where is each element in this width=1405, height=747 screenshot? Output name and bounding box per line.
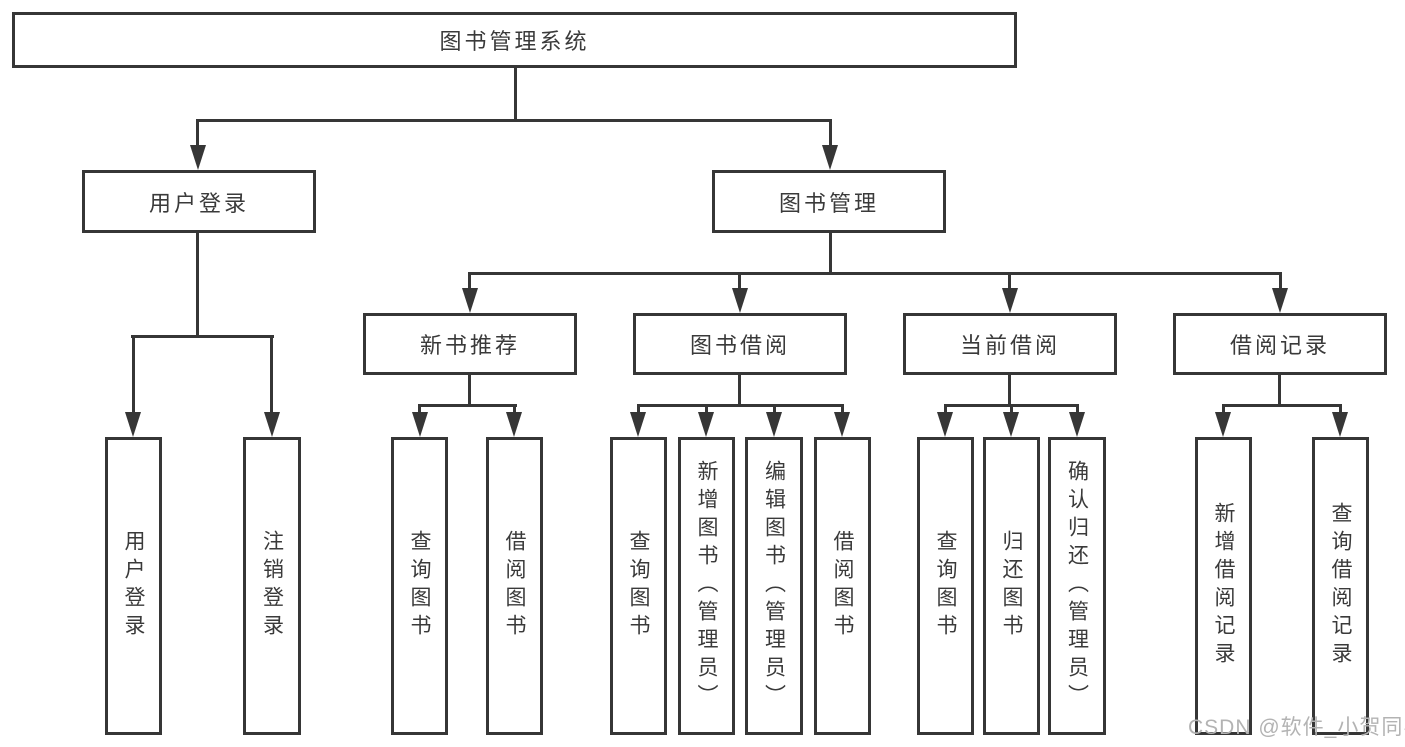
arrow-down-icon [264, 412, 280, 437]
arrow-down-icon [412, 412, 428, 437]
node-book-borrowing: 图书借阅 [633, 313, 847, 375]
connector-line [1008, 375, 1011, 406]
connector-line [1222, 404, 1342, 407]
connector-line [468, 272, 471, 292]
connector-line [773, 404, 776, 418]
arrow-down-icon [1215, 412, 1231, 437]
arrow-down-icon [506, 412, 522, 437]
connector-line [468, 272, 1282, 275]
leaf-recommend-query-books: 查询图书 [391, 437, 448, 735]
arrow-down-icon [732, 288, 748, 313]
connector-line [1279, 272, 1282, 292]
connector-line [1010, 404, 1013, 418]
arrow-down-icon [462, 288, 478, 313]
connector-line [418, 404, 421, 418]
node-current-borrowing: 当前借阅 [903, 313, 1117, 375]
arrow-down-icon [766, 412, 782, 437]
arrow-down-icon [190, 145, 206, 170]
arrow-down-icon [1003, 412, 1019, 437]
arrow-down-icon [834, 412, 850, 437]
node-borrowing-records: 借阅记录 [1173, 313, 1387, 375]
arrow-down-icon [1002, 288, 1018, 313]
connector-line [829, 119, 832, 151]
leaf-current-return-books: 归还图书 [983, 437, 1040, 735]
connector-line [513, 404, 516, 418]
connector-line [196, 233, 199, 337]
node-root: 图书管理系统 [12, 12, 1017, 68]
arrow-down-icon [1272, 288, 1288, 313]
leaf-current-confirm-return-admin: 确认归还（管理员） [1048, 437, 1106, 735]
arrow-down-icon [822, 145, 838, 170]
leaf-borrowing-add-books-admin: 新增图书（管理员） [678, 437, 735, 735]
node-book-management: 图书管理 [712, 170, 946, 233]
connector-line [705, 404, 708, 418]
connector-line [1008, 272, 1011, 292]
csdn-watermark: CSDN @软件_小贺同学 [1188, 716, 1405, 739]
arrow-down-icon [937, 412, 953, 437]
arrow-down-icon [698, 412, 714, 437]
leaf-user-login: 用户登录 [105, 437, 162, 735]
arrow-down-icon [1069, 412, 1085, 437]
connector-line [738, 375, 741, 406]
connector-line [468, 375, 471, 406]
leaf-current-query-books: 查询图书 [917, 437, 974, 735]
connector-line [270, 335, 273, 419]
connector-line [1076, 404, 1079, 418]
connector-line [637, 404, 844, 407]
node-new-book-recommend: 新书推荐 [363, 313, 577, 375]
connector-line [132, 335, 135, 419]
connector-line [514, 68, 517, 122]
leaf-recommend-borrow-books: 借阅图书 [486, 437, 543, 735]
leaf-borrowing-borrow-books: 借阅图书 [814, 437, 871, 735]
connector-line [1222, 404, 1225, 418]
connector-line [944, 404, 947, 418]
leaf-borrowing-query-books: 查询图书 [610, 437, 667, 735]
leaf-logout: 注销登录 [243, 437, 301, 735]
connector-line [738, 272, 741, 292]
connector-line [841, 404, 844, 418]
arrow-down-icon [125, 412, 141, 437]
connector-line [131, 335, 274, 338]
connector-line [829, 233, 832, 274]
leaf-records-query-record: 查询借阅记录 [1312, 437, 1369, 735]
leaf-borrowing-edit-books-admin: 编辑图书（管理员） [745, 437, 803, 735]
arrow-down-icon [1332, 412, 1348, 437]
connector-line [196, 119, 199, 151]
connector-line [418, 404, 517, 407]
connector-line [1278, 375, 1281, 406]
connector-line [1339, 404, 1342, 418]
connector-line [637, 404, 640, 418]
connector-line [196, 119, 832, 122]
arrow-down-icon [630, 412, 646, 437]
leaf-records-add-record: 新增借阅记录 [1195, 437, 1252, 735]
node-user-login-branch: 用户登录 [82, 170, 316, 233]
